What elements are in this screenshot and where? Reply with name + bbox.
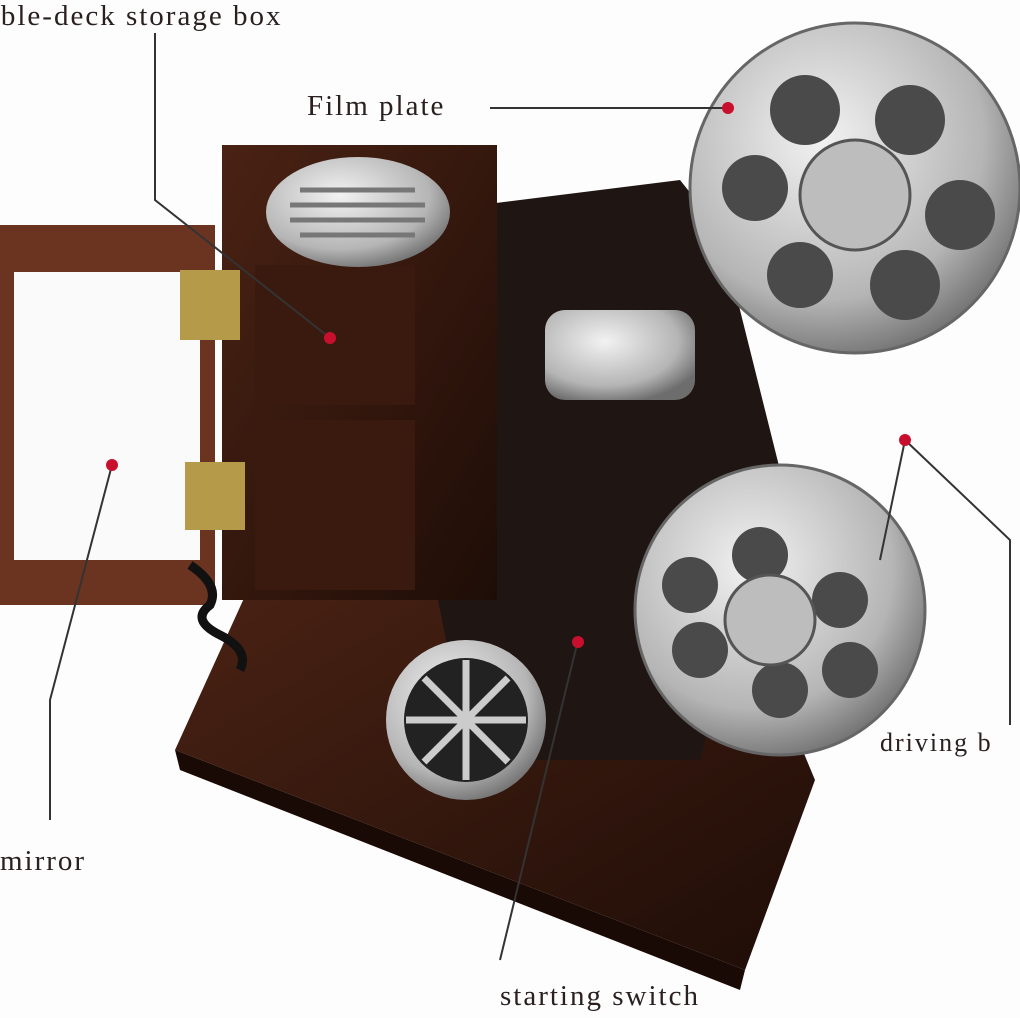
label-film-plate: Film plate [307, 90, 446, 122]
crank-wheel [386, 640, 546, 800]
top-film-reel [688, 21, 1020, 355]
callout-markers [106, 102, 911, 648]
label-starting-switch: starting switch [500, 980, 700, 1012]
label-storage-box: able-deck storage box [0, 0, 283, 32]
bottom-film-reel [633, 463, 927, 757]
speaker-grille [266, 157, 450, 267]
label-mirror: mirror [0, 845, 87, 877]
label-driving-belt: driving b [880, 728, 993, 757]
